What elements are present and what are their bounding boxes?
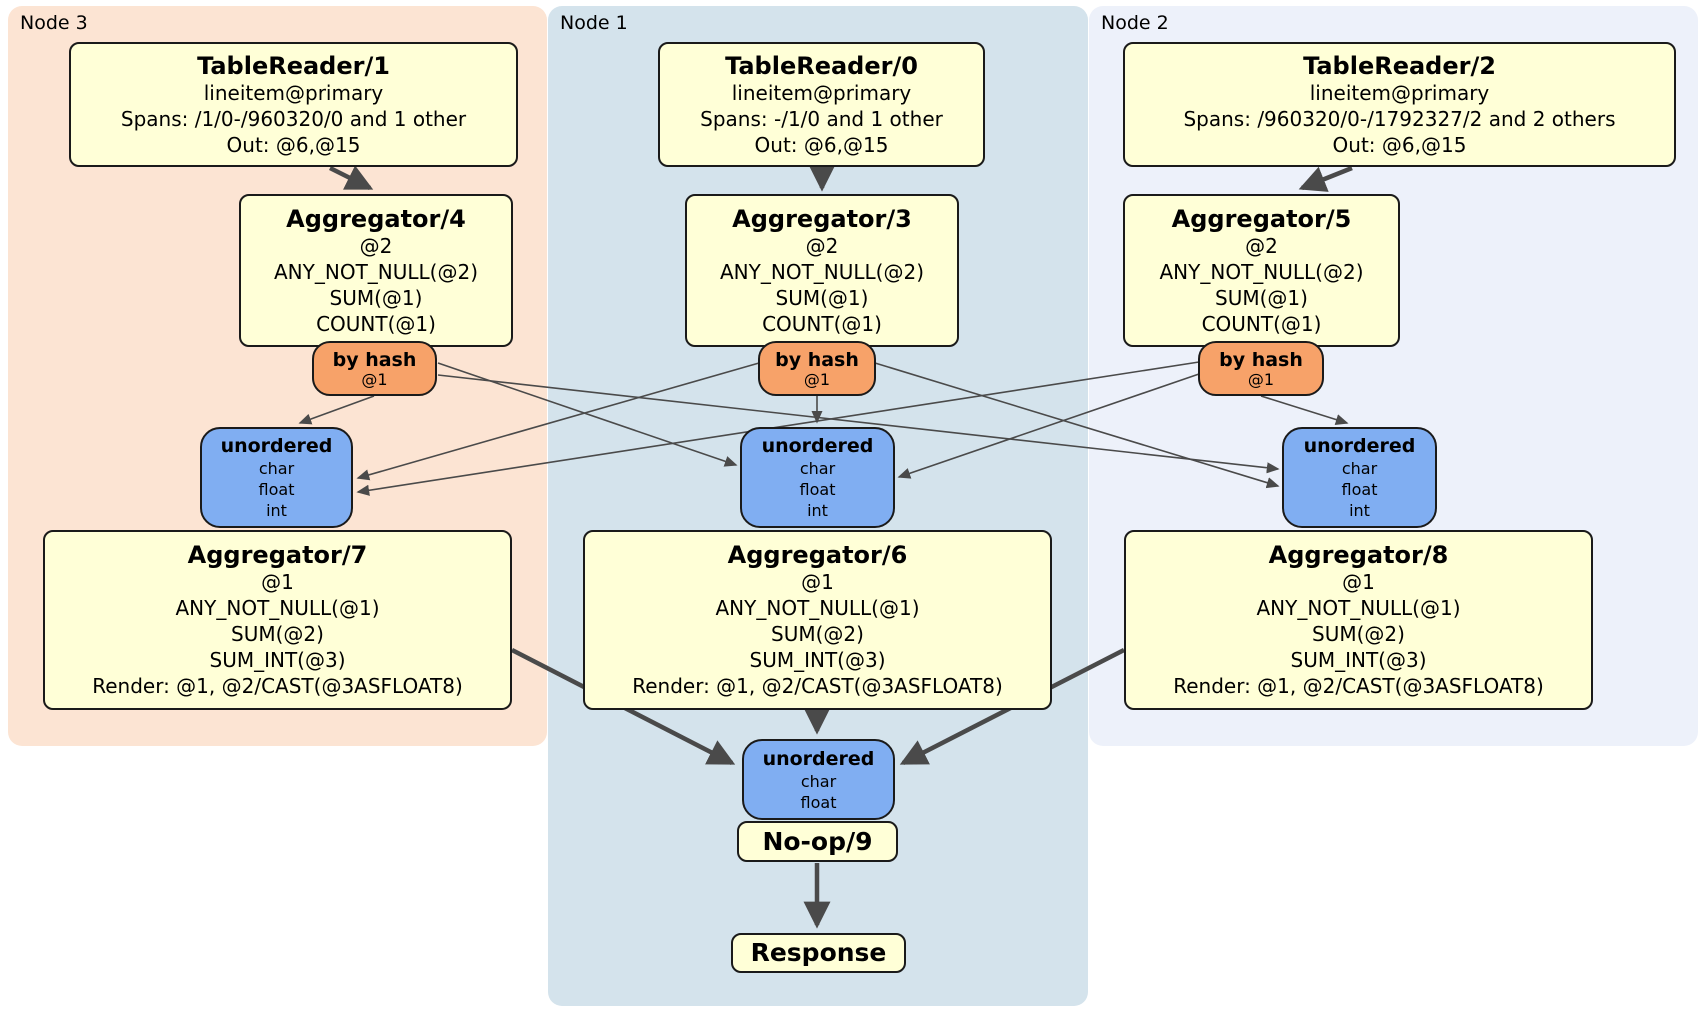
sync-title: unordered — [1303, 435, 1416, 457]
sync-line: int — [807, 501, 828, 520]
box-line: ANY_NOT_NULL(@1) — [715, 596, 920, 620]
box-line: SUM(@1) — [329, 285, 423, 310]
box-line: @1 — [261, 570, 294, 594]
sync-line: char — [258, 459, 295, 478]
box-line: Render: @1, @2/CAST(@3ASFLOAT8) — [1173, 674, 1544, 698]
box-title: Aggregator/3 — [732, 204, 912, 233]
table-reader-box: TableReader/0 lineitem@primary Spans: -/… — [658, 42, 985, 167]
sync-line: char — [800, 771, 837, 791]
sync-line: float — [1341, 480, 1378, 499]
box-line: Out: @6,@15 — [226, 132, 361, 157]
box-line: @1 — [1342, 570, 1375, 594]
box-line: Spans: -/1/0 and 1 other — [700, 106, 943, 131]
hash-router: by hash @1 — [1198, 341, 1324, 396]
box-line: SUM(@1) — [775, 285, 869, 310]
router-title: by hash — [1219, 348, 1303, 371]
response-box: Response — [731, 933, 906, 973]
box-title: Aggregator/8 — [1268, 541, 1449, 569]
box-line: lineitem@primary — [203, 80, 384, 105]
box-line: SUM(@1) — [1215, 285, 1308, 310]
box-title: TableReader/1 — [197, 51, 390, 80]
box-title: Aggregator/6 — [727, 541, 908, 569]
box-line: Out: @6,@15 — [754, 132, 889, 157]
router-detail: @1 — [361, 369, 388, 389]
sync-line: int — [1349, 501, 1370, 520]
unordered-sync: unordered char float int — [740, 427, 895, 528]
box-line: COUNT(@1) — [762, 311, 882, 336]
box-line: ANY_NOT_NULL(@2) — [1159, 259, 1364, 284]
sync-line: float — [799, 480, 836, 499]
aggregator-box: Aggregator/8 @1 ANY_NOT_NULL(@1) SUM(@2)… — [1124, 530, 1593, 710]
sync-line: int — [266, 501, 287, 520]
node-label: Node 1 — [560, 12, 628, 34]
unordered-sync: unordered char float int — [1282, 427, 1437, 528]
box-line: @2 — [359, 233, 393, 258]
box-title: Aggregator/5 — [1171, 204, 1352, 233]
box-line: ANY_NOT_NULL(@2) — [274, 259, 478, 284]
router-detail: @1 — [803, 369, 831, 389]
box-title: No-op/9 — [762, 826, 873, 856]
sync-line: float — [800, 792, 837, 812]
box-title: TableReader/2 — [1303, 51, 1496, 80]
sync-line: float — [258, 480, 295, 499]
table-reader-box: TableReader/1 lineitem@primary Spans: /1… — [69, 42, 518, 167]
box-line: lineitem@primary — [731, 80, 912, 105]
aggregator-box: Aggregator/7 @1 ANY_NOT_NULL(@1) SUM(@2)… — [43, 530, 512, 710]
box-line: SUM(@2) — [1312, 622, 1405, 646]
box-line: COUNT(@1) — [1201, 311, 1322, 336]
router-title: by hash — [775, 348, 859, 371]
aggregator-box: Aggregator/6 @1 ANY_NOT_NULL(@1) SUM(@2)… — [583, 530, 1052, 710]
node-label: Node 3 — [20, 12, 88, 34]
router-detail: @1 — [1247, 369, 1275, 389]
node-label: Node 2 — [1101, 12, 1169, 34]
sync-title: unordered — [220, 435, 333, 457]
box-line: SUM_INT(@3) — [1290, 648, 1427, 672]
box-line: ANY_NOT_NULL(@2) — [720, 259, 924, 284]
hash-router: by hash @1 — [758, 341, 876, 396]
aggregator-box: Aggregator/5 @2 ANY_NOT_NULL(@2) SUM(@1)… — [1123, 194, 1400, 347]
box-line: lineitem@primary — [1309, 80, 1490, 105]
aggregator-box: Aggregator/4 @2 ANY_NOT_NULL(@2) SUM(@1)… — [239, 194, 513, 347]
box-line: ANY_NOT_NULL(@1) — [175, 596, 380, 620]
table-reader-box: TableReader/2 lineitem@primary Spans: /9… — [1123, 42, 1676, 167]
box-line: Render: @1, @2/CAST(@3ASFLOAT8) — [632, 674, 1003, 698]
box-line: SUM(@2) — [771, 622, 864, 646]
box-line: COUNT(@1) — [316, 311, 436, 336]
unordered-sync-final: unordered char float — [742, 739, 895, 820]
box-line: Render: @1, @2/CAST(@3ASFLOAT8) — [92, 674, 463, 698]
box-line: Spans: /1/0-/960320/0 and 1 other — [120, 106, 467, 131]
sync-title: unordered — [761, 435, 874, 457]
box-line: Out: @6,@15 — [1332, 132, 1467, 157]
sync-line: char — [1341, 459, 1378, 478]
box-line: @2 — [805, 233, 839, 258]
box-line: ANY_NOT_NULL(@1) — [1256, 596, 1461, 620]
sync-line: char — [799, 459, 836, 478]
aggregator-box: Aggregator/3 @2 ANY_NOT_NULL(@2) SUM(@1)… — [685, 194, 959, 347]
box-title: Aggregator/4 — [286, 204, 466, 233]
noop-box: No-op/9 — [737, 821, 898, 862]
box-line: SUM(@2) — [231, 622, 324, 646]
box-line: SUM_INT(@3) — [749, 648, 886, 672]
box-title: Response — [750, 938, 887, 967]
box-line: Spans: /960320/0-/1792327/2 and 2 others — [1183, 106, 1616, 131]
box-title: Aggregator/7 — [187, 541, 368, 569]
box-line: @1 — [801, 570, 834, 594]
box-line: SUM_INT(@3) — [209, 648, 346, 672]
unordered-sync: unordered char float int — [200, 427, 353, 528]
box-title: TableReader/0 — [725, 51, 918, 80]
box-line: @2 — [1245, 233, 1278, 258]
hash-router: by hash @1 — [312, 341, 437, 396]
router-title: by hash — [332, 348, 417, 371]
sync-title: unordered — [762, 747, 875, 770]
